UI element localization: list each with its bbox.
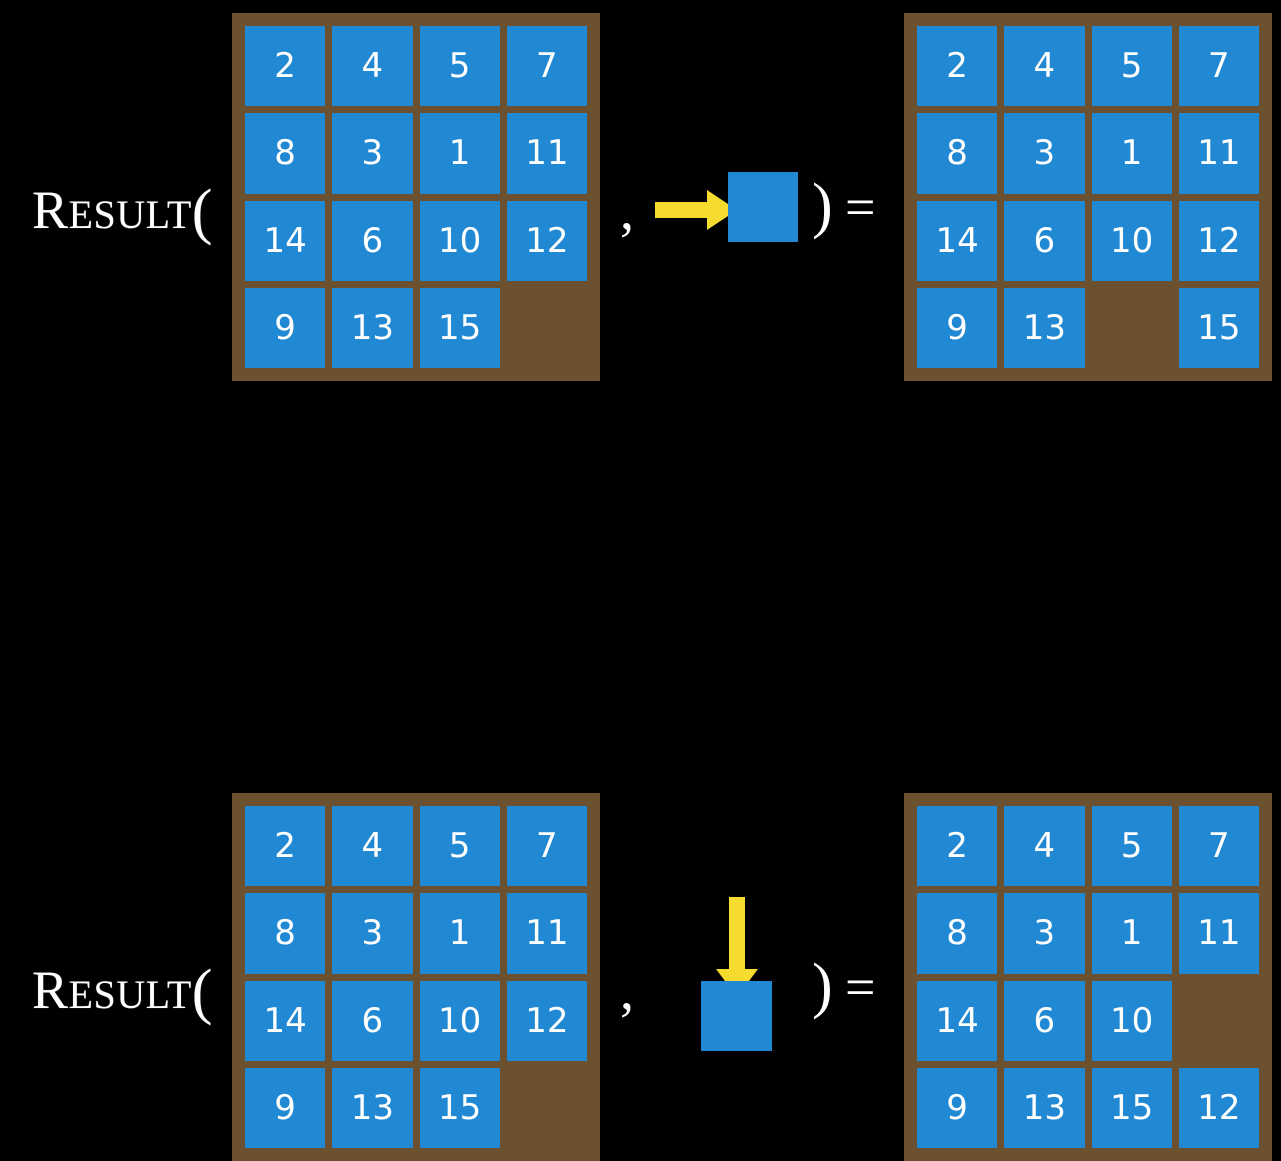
puzzle-blank-cell [1179,981,1259,1061]
puzzle-tile[interactable]: 9 [245,1067,326,1148]
puzzle-tile[interactable]: 14 [245,980,326,1061]
puzzle-tile[interactable]: 12 [506,980,587,1061]
puzzle-tile[interactable]: 9 [917,1067,998,1148]
puzzle-tile[interactable]: 3 [1004,113,1085,194]
puzzle-tile[interactable]: 4 [332,26,413,107]
puzzle-tile[interactable]: 1 [1091,113,1172,194]
puzzle-tile[interactable]: 9 [917,287,998,368]
puzzle-tile[interactable]: 5 [419,806,500,887]
arrow-right-icon [655,190,737,230]
puzzle-tile[interactable]: 3 [1004,893,1085,974]
puzzle-tile[interactable]: 10 [419,200,500,281]
puzzle-tile[interactable]: 5 [419,26,500,107]
puzzle-tile[interactable]: 11 [506,113,587,194]
equals-sign-bottom: = [845,957,876,1017]
puzzle-tile[interactable]: 15 [419,287,500,368]
equals-sign-top: = [845,177,876,237]
puzzle-tile[interactable]: 8 [917,113,998,194]
separator-comma-top: , [620,180,634,242]
puzzle-tile[interactable]: 2 [917,806,998,887]
puzzle-tile[interactable]: 7 [506,26,587,107]
puzzle-tile[interactable]: 7 [506,806,587,887]
puzzle-tile[interactable]: 11 [1178,113,1259,194]
puzzle-tile[interactable]: 10 [1091,200,1172,281]
puzzle-tile[interactable]: 8 [917,893,998,974]
result-label-cap: R [32,180,69,240]
puzzle-tile[interactable]: 5 [1091,806,1172,887]
puzzle-tile[interactable]: 15 [419,1067,500,1148]
puzzle-tile[interactable]: 13 [1004,1067,1085,1148]
puzzle-tile[interactable]: 13 [1004,287,1085,368]
puzzle-tile[interactable]: 13 [332,1067,413,1148]
puzzle-tile[interactable]: 6 [1004,980,1085,1061]
result-label-bottom: RESULT( [32,957,213,1023]
puzzle-tile[interactable]: 2 [245,806,326,887]
puzzle-tile[interactable]: 7 [1178,806,1259,887]
puzzle-tile[interactable]: 1 [419,113,500,194]
result-label-smallcaps: ESULT [68,972,192,1017]
puzzle-tile[interactable]: 3 [332,113,413,194]
result-label-top: RESULT( [32,177,213,243]
puzzle-tile[interactable]: 7 [1178,26,1259,107]
puzzle-blank-cell [1092,288,1172,368]
puzzle-tile[interactable]: 3 [332,893,413,974]
result-label-cap: R [32,960,69,1020]
blank-tile-indicator-top [728,172,798,242]
puzzle-tile[interactable]: 2 [917,26,998,107]
puzzle-tile[interactable]: 2 [245,26,326,107]
close-paren-bottom: ) [812,952,833,1020]
puzzle-tile[interactable]: 9 [245,287,326,368]
puzzle-blank-cell [507,1068,587,1148]
puzzle-tile[interactable]: 14 [917,980,998,1061]
puzzle-tile[interactable]: 4 [332,806,413,887]
result-label-open-paren: ( [191,178,213,246]
puzzle-tile[interactable]: 4 [1004,806,1085,887]
result-label-smallcaps: ESULT [68,192,192,237]
puzzle-tile[interactable]: 6 [332,200,413,281]
puzzle-tile[interactable]: 4 [1004,26,1085,107]
puzzle-tile[interactable]: 10 [419,980,500,1061]
puzzle-tile[interactable]: 1 [1091,893,1172,974]
puzzle-tile[interactable]: 12 [506,200,587,281]
separator-comma-bottom: , [620,960,634,1022]
puzzle-tile[interactable]: 11 [506,893,587,974]
puzzle-tile[interactable]: 1 [419,893,500,974]
puzzle-tile[interactable]: 14 [245,200,326,281]
puzzle-tile[interactable]: 5 [1091,26,1172,107]
puzzle-tile[interactable]: 11 [1178,893,1259,974]
puzzle-tile[interactable]: 6 [1004,200,1085,281]
puzzle-tile[interactable]: 12 [1178,200,1259,281]
puzzle-tile[interactable]: 15 [1091,1067,1172,1148]
blank-tile-indicator-bottom [701,981,772,1051]
puzzle-tile[interactable]: 6 [332,980,413,1061]
puzzle-tile[interactable]: 8 [245,893,326,974]
puzzle-tile[interactable]: 12 [1178,1067,1259,1148]
puzzle-tile[interactable]: 8 [245,113,326,194]
puzzle-blank-cell [507,288,587,368]
result-label-open-paren: ( [191,958,213,1026]
puzzle-tile[interactable]: 10 [1091,980,1172,1061]
puzzle-tile[interactable]: 13 [332,287,413,368]
puzzle-tile[interactable]: 15 [1178,287,1259,368]
close-paren-top: ) [812,172,833,240]
puzzle-tile[interactable]: 14 [917,200,998,281]
